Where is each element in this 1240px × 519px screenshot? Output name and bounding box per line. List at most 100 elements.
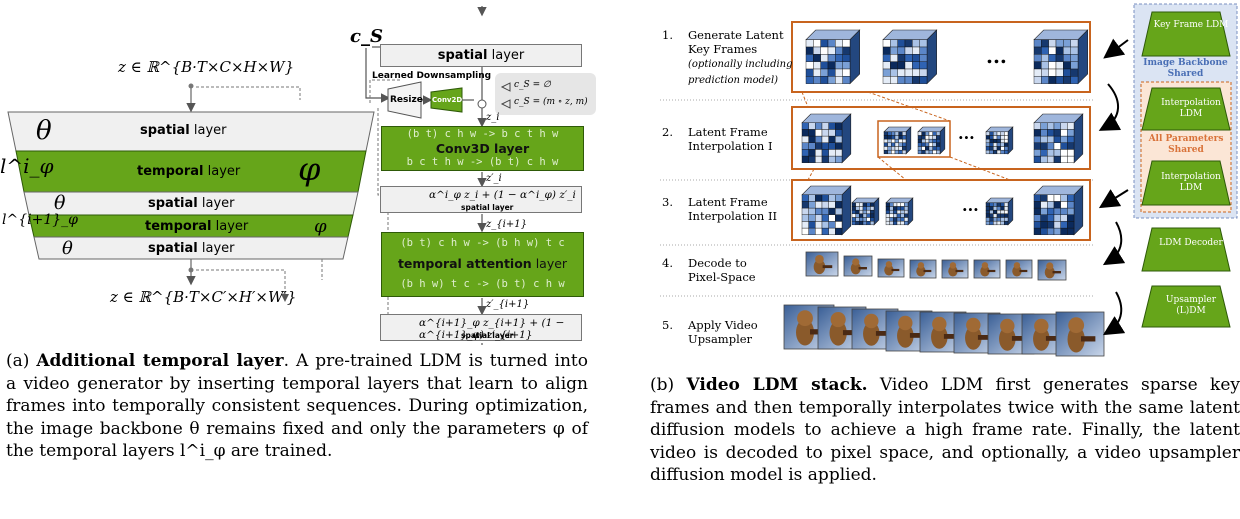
right-diagram-svg — [660, 3, 1238, 357]
key-frame-ldm-label: Key Frame LDM — [1153, 20, 1229, 30]
stack-temporal-layer-2: temporal layer — [145, 219, 249, 234]
spatial-layer-3-shape — [33, 236, 349, 260]
decoded-frame — [1037, 259, 1067, 281]
step-4-text: Decode to Pixel-Space — [688, 256, 756, 284]
mix2-formula: α^{i+1}_φ z_{i+1} + (1 − α^{i+1}_φ) z′_{… — [419, 317, 565, 341]
ldm-decoder-label: LDM Decoder — [1159, 238, 1223, 248]
latent-cube — [882, 29, 938, 85]
mix-block-2: α^{i+1}_φ z_{i+1} + (1 − α^{i+1}_φ) z′_{… — [380, 314, 582, 341]
z-input-label: z ∈ ℝ^{B·T×C×H×W} — [118, 58, 295, 76]
stack-spatial-layer-3: spatial layer — [148, 241, 235, 256]
caption-a: (a) Additional temporal layer. A pre-tra… — [6, 350, 588, 463]
caption-b-label: (b) — [650, 375, 675, 395]
theta-label-2: θ — [54, 192, 66, 214]
z-output-label: z ∈ ℝ^{B·T×C′×H′×W′} — [110, 288, 297, 306]
step-2-text: Latent Frame Interpolation I — [688, 125, 773, 153]
step-5-text: Apply Video Upsampler — [688, 318, 758, 346]
latent-cube — [1033, 29, 1089, 85]
interp1-inner-box — [877, 120, 951, 158]
latent-cube — [801, 113, 852, 164]
step-5-num: 5. — [662, 318, 673, 332]
caption-a-title: Additional temporal layer — [36, 351, 284, 371]
stack-spatial-layer-2: spatial layer — [148, 196, 235, 211]
interp2-ldm-label: Interpolation LDM — [1161, 172, 1221, 193]
step-4-num: 4. — [662, 256, 673, 270]
decoded-frame — [973, 259, 1001, 279]
cs-label: c_S — [350, 26, 383, 47]
spatial-layer-top: spatial layer — [380, 44, 582, 67]
step-1-num: 1. — [662, 28, 673, 42]
step-2-num: 2. — [662, 125, 673, 139]
stack-temporal-layer-1: temporal layer — [137, 164, 241, 179]
decoded-frame — [909, 259, 937, 279]
right-figure: 1. Generate Latent Key Frames(optionally… — [630, 0, 1240, 360]
mix-block-1: α^i_φ z_i + (1 − α^i_φ) z′_i spatial lay… — [380, 186, 582, 213]
upsampled-frame — [1055, 311, 1105, 357]
cs-option-mask: c_S = (m ∘ z, m) — [514, 97, 588, 107]
l-phi-i-label: l^i_φ — [0, 154, 54, 178]
caption-b: (b) Video LDM stack. Video LDM first gen… — [650, 374, 1240, 487]
mix2-spatial: spatial layer — [461, 331, 514, 340]
decoded-frame — [1005, 259, 1033, 279]
resize-shape — [387, 81, 422, 119]
interp1-ldm-shape — [1141, 87, 1231, 131]
caption-a-label: (a) — [6, 351, 30, 371]
step-3-text: Latent Frame Interpolation II — [688, 195, 778, 223]
mix1-formula: α^i_φ z_i + (1 − α^i_φ) z′_i — [429, 189, 576, 201]
interp1-ldm-label: Interpolation LDM — [1161, 98, 1221, 119]
row3-frame-box — [791, 179, 1091, 241]
decoded-frame — [843, 255, 873, 277]
cs-options-box — [495, 73, 596, 115]
decoded-frame — [941, 259, 969, 279]
l-phi-i1-label: l^{i+1}_φ — [2, 212, 78, 228]
latent-cube — [985, 126, 1014, 155]
conv2d-shape — [430, 87, 463, 113]
z-i1-prime-label: z′_{i+1} — [486, 299, 530, 310]
step-1-text: Generate Latent Key Frames(optionally in… — [688, 28, 793, 86]
conv3d-code-top: (b t) c h w -> b c t h w — [406, 128, 559, 140]
z-i1-label: z_{i+1} — [486, 219, 527, 230]
left-diagram-svg — [7, 6, 596, 345]
learned-downsampling-label: Learned Downsampling — [372, 71, 492, 81]
z-i-label: z_i — [486, 112, 500, 123]
row1-frame-box — [791, 21, 1091, 93]
conv3d-block: (b t) c h w -> b c t h w Conv3D layer b … — [381, 126, 584, 171]
z-i-prime-label: z′_i — [486, 173, 502, 184]
conv3d-code-bottom: b c t h w -> (b t) c h w — [406, 156, 559, 168]
latent-cube — [1033, 113, 1084, 164]
decoded-frame — [877, 258, 905, 278]
latent-cube — [985, 197, 1014, 226]
attn-code-top: (b t) c h w -> (b h w) t c — [400, 237, 565, 249]
ellipsis-row1: ... — [986, 44, 1007, 68]
conv2d-label: Conv2D — [432, 96, 463, 104]
latent-cube — [1033, 185, 1084, 236]
upsampler-shape — [1141, 285, 1231, 328]
caption-b-text: Video LDM first generates sparse key fra… — [650, 375, 1240, 486]
left-figure: z ∈ ℝ^{B·T×C×H×W} z ∈ ℝ^{B·T×C′×H′×W′} θ… — [0, 0, 600, 345]
latent-cube — [883, 126, 912, 155]
conv3d-label: Conv3D layer — [435, 141, 530, 156]
attn-code-bottom: (b h w) t c -> (b t) c h w — [400, 278, 565, 290]
all-params-shared-label: All Parameters Shared — [1148, 134, 1224, 155]
latent-cube — [851, 197, 880, 226]
latent-cube — [885, 197, 914, 226]
theta-label-3: θ — [62, 238, 73, 259]
latent-cube — [917, 126, 946, 155]
phi-label-2: φ — [314, 216, 327, 237]
latent-cube — [801, 185, 852, 236]
resize-label: Resize — [390, 95, 423, 105]
step-3-num: 3. — [662, 195, 673, 209]
cs-option-empty: c_S = ∅ — [514, 80, 551, 90]
stack-spatial-layer-1: spatial layer — [140, 123, 227, 138]
upsampled-frame — [783, 304, 835, 350]
phi-label-1: φ — [298, 150, 321, 188]
backbone-shared-label: Image Backbone Shared — [1143, 58, 1228, 79]
latent-cube — [805, 29, 861, 85]
caption-b-title: Video LDM stack. — [686, 375, 868, 395]
temporal-attention-block: (b t) c h w -> (b h w) t c temporal atte… — [381, 232, 584, 297]
attn-label: temporal attention layer — [397, 256, 568, 271]
upsampler-label: Upsampler (L)DM — [1165, 295, 1217, 316]
ellipsis-row2: ... — [958, 124, 975, 143]
key-frame-ldm-shape — [1141, 11, 1231, 57]
caption-a-text: . A pre-trained LDM is turned into a vid… — [6, 351, 588, 462]
